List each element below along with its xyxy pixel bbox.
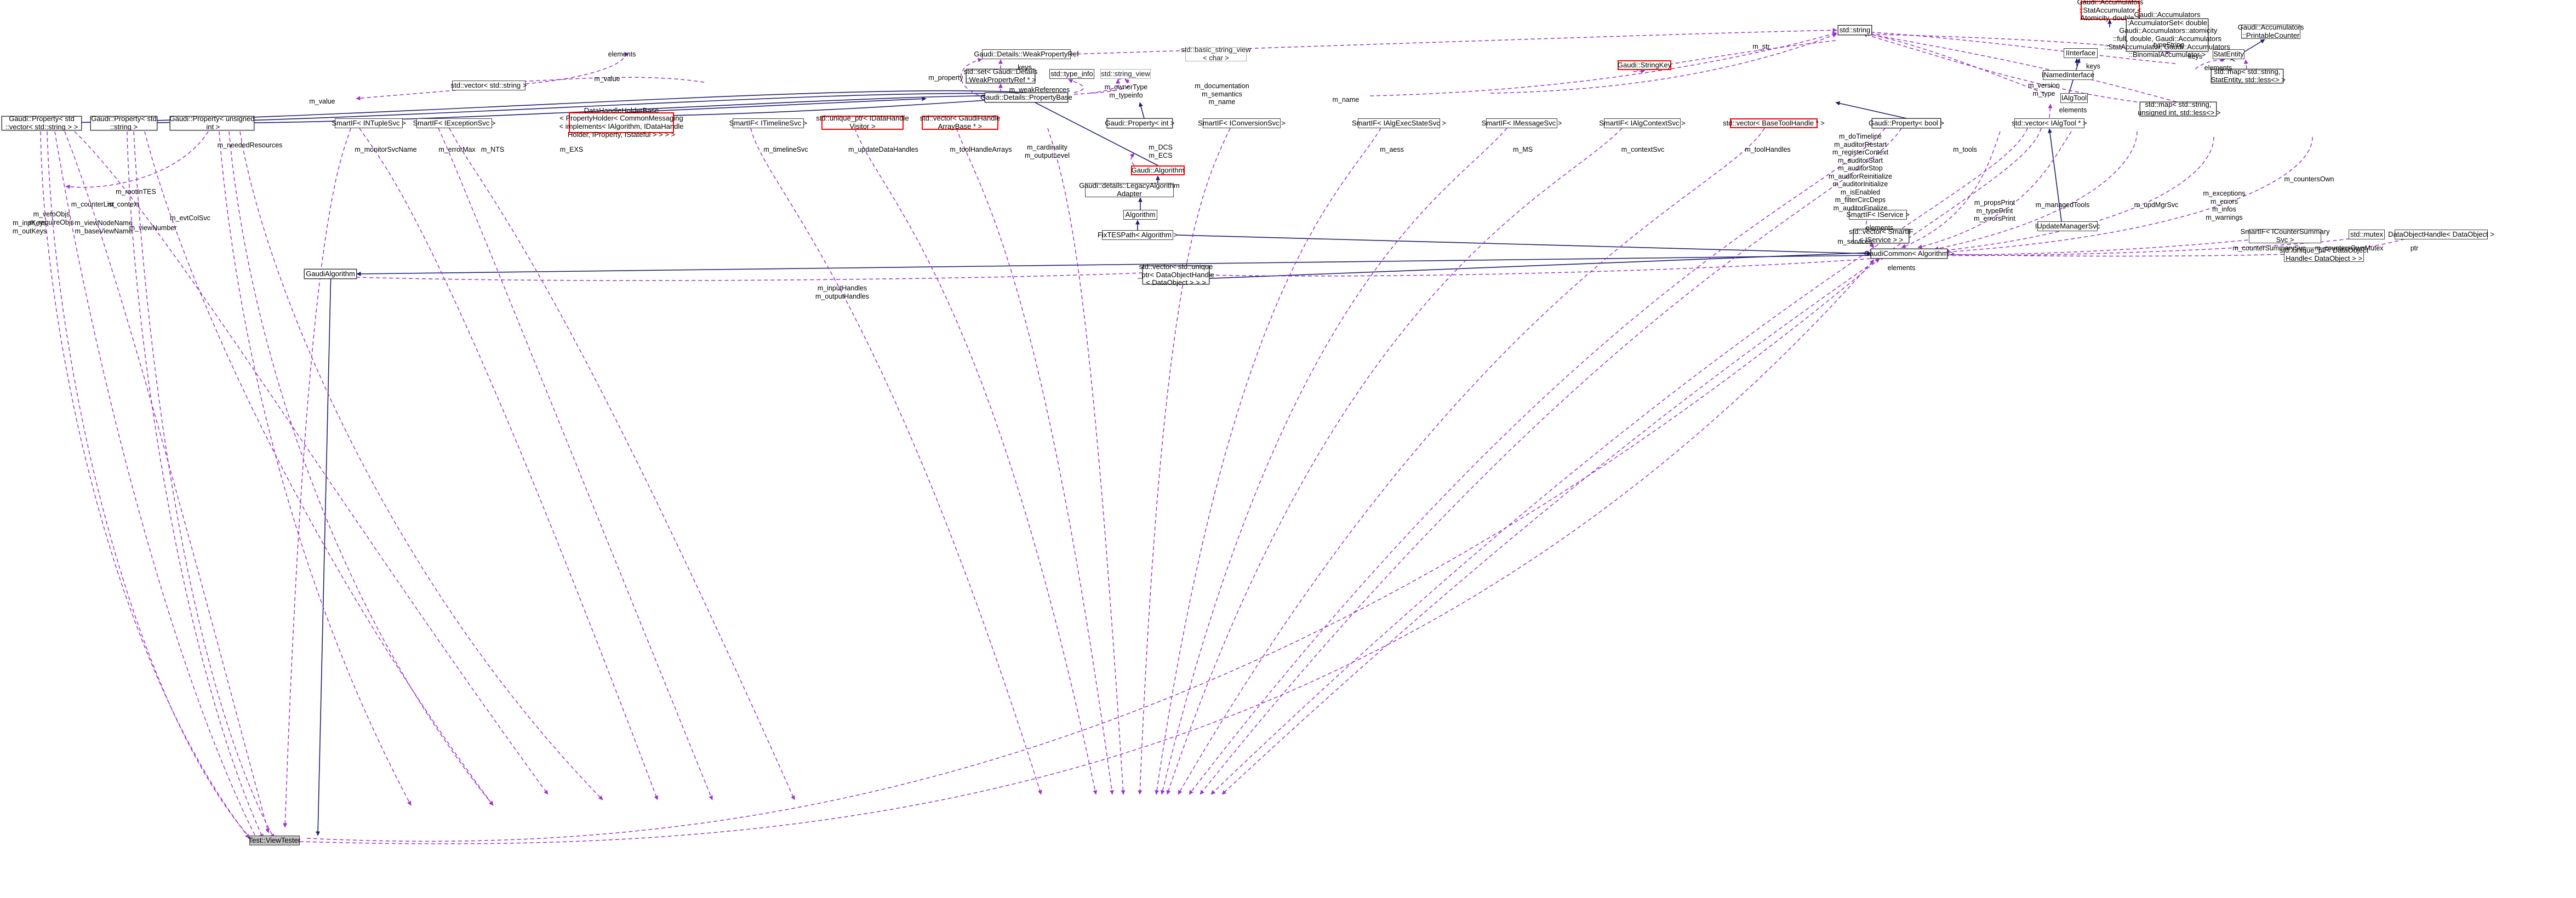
edge-label: m_tools xyxy=(1953,146,1977,153)
class-node-ifexcsvc[interactable]: SmartIF< IExceptionSvc > xyxy=(413,118,496,128)
class-node-propvecstr[interactable]: Gaudi::Property< std ::vector< std::stri… xyxy=(2,115,82,131)
edge-label: ptr xyxy=(2410,244,2419,252)
edge-label: m_ownerType m_typeinfo xyxy=(1104,83,1148,99)
edge-label: m_EXS xyxy=(559,146,584,153)
class-node-inamediface[interactable]: INamedInterface xyxy=(2042,70,2094,80)
class-node-viewtester[interactable]: Test::ViewTester xyxy=(249,836,300,845)
class-node-fixtespath[interactable]: FixTESPath< Algorithm > xyxy=(1098,230,1178,240)
class-node-dohandle[interactable]: DataObjectHandle< DataObject > xyxy=(2388,230,2494,239)
edge-label: m_timelineSvc xyxy=(763,146,808,153)
class-node-vecstdstring[interactable]: std::vector< std::string > xyxy=(451,81,527,90)
edge-label: m_countersOwn xyxy=(2284,175,2334,183)
edge-label: m_viewNodeName m_baseViewName xyxy=(75,219,133,235)
edge-label: m_aess xyxy=(1380,146,1404,153)
edge-label: m_NTS xyxy=(481,146,505,153)
edge-label: elements xyxy=(1865,224,1894,232)
class-node-propuint[interactable]: Gaudi::Property< unsigned int > xyxy=(169,115,255,131)
class-node-stringkey[interactable]: Gaudi::StringKey xyxy=(1618,60,1671,70)
class-node-typeinfo[interactable]: std::type_info xyxy=(1049,69,1094,79)
class-node-basicstrview[interactable]: std::basic_string_view < char > xyxy=(1181,45,1251,62)
edge-label: keys xyxy=(2086,62,2100,70)
class-node-mapuint[interactable]: std::map< std::string, unsigned int, std… xyxy=(2138,100,2221,117)
class-node-printcnt[interactable]: Gaudi::Accumulators ::PrintableCounter xyxy=(2237,23,2304,39)
edge-label: m_context xyxy=(107,201,139,208)
class-node-ialgtool[interactable]: IAlgTool xyxy=(2060,93,2088,103)
class-node-weakpropref[interactable]: Gaudi::Details::WeakPropertyRef xyxy=(974,49,1079,59)
edge-label: m_managedTools xyxy=(2035,201,2090,209)
edge-label: m_toolHandles xyxy=(1745,146,1791,153)
class-node-statacc[interactable]: Gaudi::Accumulators ::StatAccumulator < … xyxy=(2077,0,2144,22)
edge-label: m_name xyxy=(1332,96,1360,104)
class-node-propbase[interactable]: Gaudi::Details::PropertyBase xyxy=(980,93,1072,102)
edge-label: keys xyxy=(2188,53,2202,60)
class-node-uniqvisitor[interactable]: std::unique_ptr< IDataHandle Visitor > xyxy=(816,114,909,130)
edge-label: keys xyxy=(1018,64,1032,71)
edge-label: m_cardinality m_outputLevel xyxy=(1024,144,1070,159)
edge-label: m_rootInTES xyxy=(116,188,156,196)
class-node-vecghab[interactable]: std::vector< GaudiHandle ArrayBase * > xyxy=(919,114,1001,130)
edge-label: m_propsPrint m_typePrint m_errorsPrint xyxy=(1974,199,2015,222)
class-node-iupdmgr[interactable]: IUpdateManagerSvc xyxy=(2035,221,2100,231)
edge-label: m_DCS m_ECS xyxy=(1149,144,1173,159)
edge-label: m_monitorSvcName xyxy=(355,146,417,153)
edge-label: m_weakReferences xyxy=(1009,86,1070,94)
class-node-vecialgtool[interactable]: std::vector< IAlgTool * > xyxy=(2012,118,2087,128)
class-node-ifntuplesvc[interactable]: SmartIF< INTupleSvc > xyxy=(332,118,406,128)
class-node-algorithm[interactable]: Algorithm xyxy=(1123,210,1157,220)
class-node-gaudicommon[interactable]: GaudiCommon< Algorithm > xyxy=(1864,249,1954,259)
class-node-vecbasetool[interactable]: std::vector< BaseToolHandle * > xyxy=(1723,118,1825,128)
edge-label: m_updateDataHandles xyxy=(848,146,918,153)
class-node-ifalgctx[interactable]: SmartIF< IAlgContextSvc > xyxy=(1599,118,1686,128)
class-node-ifalgexec[interactable]: SmartIF< IAlgExecStateSvc > xyxy=(1352,118,1446,128)
edge-label: m_value xyxy=(309,98,335,105)
class-node-propint[interactable]: Gaudi::Property< int > xyxy=(1105,118,1175,128)
class-node-legacyadapter[interactable]: Gaudi::details::LegacyAlgorithm Adapter xyxy=(1079,181,1180,198)
edge-label: m_services xyxy=(1837,238,1872,245)
edge-label: m_documentation m_semantics m_name xyxy=(1195,82,1249,106)
edge-label: m_MS xyxy=(1512,146,1533,153)
edge-label: m_errorMax xyxy=(438,146,476,153)
class-node-gaudialgorithm_top[interactable]: Gaudi::Algorithm xyxy=(1131,165,1185,175)
edge-label: m_contextSvc xyxy=(1621,146,1665,153)
edge-label: m_property xyxy=(928,74,963,82)
class-node-mapstatentity[interactable]: std::map< std::string, StatEntity, std::… xyxy=(2211,67,2286,84)
edge-label: m_str xyxy=(1752,43,1770,50)
edge-label: m_inputHandles m_outputHandles xyxy=(815,284,869,300)
class-node-dhhbase[interactable]: DataHandleHolderBase < PropertyHolder< C… xyxy=(559,106,684,139)
class-node-propstr[interactable]: Gaudi::Property< std ::string > xyxy=(90,115,157,131)
edge-label: m_countersOwnMutex xyxy=(2315,244,2384,252)
class-node-vecuniqdoh[interactable]: std::vector< std::unique _ptr< DataObjec… xyxy=(1138,262,1214,287)
edge-label: m_doTimeline m_auditorRestart m_register… xyxy=(1828,133,1893,220)
class-node-ifconvsvc[interactable]: SmartIF< IConversionSvc > xyxy=(1198,118,1286,128)
edge-label: m_updMgrSvc xyxy=(2134,201,2179,209)
class-node-gaudialgorithm[interactable]: GaudiAlgorithm xyxy=(304,269,357,279)
class-node-iinterface[interactable]: IInterface xyxy=(2064,48,2098,58)
class-node-propbool[interactable]: Gaudi::Property< bool > xyxy=(1869,118,1944,128)
edge-label: m_value xyxy=(594,75,620,83)
edge-label: elements xyxy=(2059,106,2087,114)
class-node-ifmsgsvc[interactable]: SmartIF< IMessageSvc > xyxy=(1482,118,1562,128)
edge-label: elements xyxy=(1887,264,1916,272)
edge-label: typeString xyxy=(2153,41,2185,49)
edge-label: m_version m_type xyxy=(2028,82,2060,98)
class-node-stdstring[interactable]: std::string xyxy=(1838,25,1872,35)
edge-label: m_counterSummarySvc xyxy=(2232,244,2306,252)
edge-label: elements xyxy=(2204,64,2232,72)
class-node-statentity[interactable]: StatEntity xyxy=(2213,49,2244,59)
class-node-iftimeline[interactable]: SmartIF< ITimelineSvc > xyxy=(729,118,807,128)
edge-label: m_exceptions m_errors m_infos m_warnings xyxy=(2203,190,2246,221)
class-node-stdmutex[interactable]: std::mutex xyxy=(2349,230,2385,239)
edge-label: m_neededResources xyxy=(217,141,283,149)
class-node-stringview[interactable]: std::string_view xyxy=(1100,69,1151,79)
edge-label: m_viewNumber xyxy=(129,224,177,232)
edge-label: m_toolHandleArrays xyxy=(950,146,1012,153)
edge-label: m_inpKeys m_outKeys xyxy=(12,219,47,235)
class-node-ifcountersum[interactable]: SmartIF< ICounterSummary Svc > xyxy=(2240,227,2330,244)
edge-label: m_evtColSvc xyxy=(170,214,210,222)
edge-label: elements xyxy=(608,50,636,58)
